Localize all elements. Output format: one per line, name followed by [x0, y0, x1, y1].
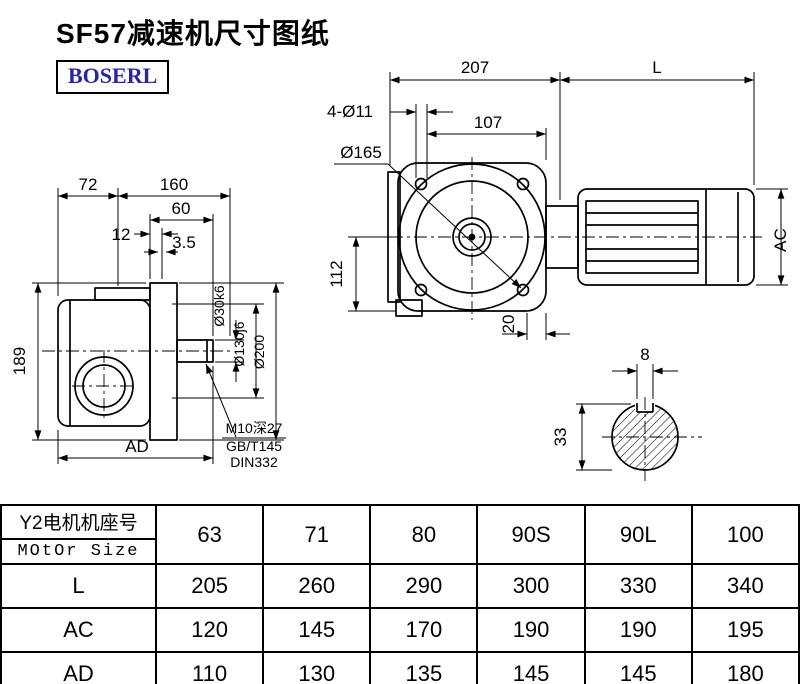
dim-ac-label: AC [771, 228, 790, 252]
row-label-ad: AD [0, 651, 157, 684]
value-l-63: 205 [154, 563, 265, 609]
value-ac-90l: 190 [583, 607, 693, 653]
dia-spigot-label: Ø130j6 [231, 321, 247, 366]
dim-207-label: 207 [461, 58, 489, 77]
value-l-80: 290 [369, 563, 479, 609]
dim-33-label: 33 [551, 428, 570, 447]
dim-20-label: 20 [499, 315, 518, 334]
value-l-90s: 300 [476, 563, 586, 609]
shaft-section-centerlines [602, 397, 702, 481]
column-header-90l: 90L [583, 504, 693, 565]
row-label-l: L [0, 563, 157, 609]
value-ad-90l: 145 [583, 651, 693, 684]
shaft-section-labels: 8 33 [551, 345, 650, 446]
dim-holes-label: 4-Ø11 [327, 102, 373, 121]
front-view-centerlines [390, 157, 762, 320]
column-header-71: 71 [262, 504, 372, 565]
value-l-90l: 330 [583, 563, 693, 609]
motor-size-header-cell: Y2电机机座号 MOtOr Size [0, 504, 157, 565]
value-ac-90s: 190 [476, 607, 586, 653]
value-l-100: 340 [690, 563, 800, 609]
row-label-ac: AC [0, 607, 157, 653]
dim-189-label: 189 [10, 347, 29, 375]
dia-flange-label: Ø200 [251, 335, 267, 369]
dim-12-label: 12 [112, 225, 131, 244]
side-view-labels: 72 160 60 12 3.5 189 AD Ø30k6 Ø130j6 Ø20… [10, 175, 283, 470]
side-view: 72 160 60 12 3.5 189 AD Ø30k6 Ø130j6 Ø20… [10, 175, 286, 470]
shaft-section-dimension-lines [576, 364, 678, 471]
table-header-row: Y2电机机座号 MOtOr Size 63 71 80 90S 90L 100 [0, 504, 800, 565]
column-header-80: 80 [369, 504, 479, 565]
motor-size-header-en: MOtOr Size [17, 542, 140, 561]
brand-logo: BOSERL [56, 60, 170, 94]
value-ad-100: 180 [690, 651, 800, 684]
dim-60-label: 60 [172, 199, 191, 218]
value-ad-71: 130 [262, 651, 372, 684]
side-view-centerlines [42, 350, 230, 422]
column-header-100: 100 [690, 504, 800, 565]
motor-size-header-cn: Y2电机机座号 [2, 506, 155, 540]
column-header-90s: 90S [476, 504, 586, 565]
value-l-71: 260 [262, 563, 372, 609]
shaft-section-view: 8 33 [551, 345, 702, 481]
front-view-labels: 207 L 4-Ø11 107 Ø165 112 20 AC [327, 58, 790, 333]
dim-8-label: 8 [640, 345, 649, 364]
shaft-section-outline [611, 401, 679, 471]
front-view-dimension-lines [334, 72, 788, 340]
value-ac-71: 145 [262, 607, 372, 653]
dim-3p5-label: 3.5 [172, 233, 196, 252]
dim-ad-label: AD [125, 437, 149, 456]
tap-note-label: M10深27 [226, 420, 283, 436]
table-row-ad: AD 110 130 135 145 145 180 [0, 651, 800, 684]
dim-72-label: 72 [79, 175, 98, 194]
table-row-l: L 205 260 290 300 330 340 [0, 563, 800, 609]
value-ad-63: 110 [154, 651, 265, 684]
size-table: Y2电机机座号 MOtOr Size 63 71 80 90S 90L 100 … [0, 504, 800, 684]
gb-standard-label: GB/T145 [226, 438, 282, 454]
dia-shaft-label: Ø30k6 [211, 285, 227, 326]
value-ad-90s: 145 [476, 651, 586, 684]
dim-160-label: 160 [160, 175, 188, 194]
value-ac-80: 170 [369, 607, 479, 653]
dia-165-label: Ø165 [340, 143, 382, 162]
table-row-ac: AC 120 145 170 190 190 195 [0, 607, 800, 653]
front-view-outline [387, 162, 755, 317]
column-header-63: 63 [154, 504, 265, 565]
dim-l-label: L [652, 58, 661, 77]
value-ad-80: 135 [369, 651, 479, 684]
dimension-drawing: 72 160 60 12 3.5 189 AD Ø30k6 Ø130j6 Ø20… [10, 58, 790, 481]
side-view-outline [57, 282, 214, 441]
dim-107-label: 107 [474, 113, 502, 132]
value-ac-63: 120 [154, 607, 265, 653]
front-view: 207 L 4-Ø11 107 Ø165 112 20 AC [327, 58, 790, 340]
side-view-dimension-lines [32, 188, 286, 464]
din-standard-label: DIN332 [230, 454, 278, 470]
value-ac-100: 195 [690, 607, 800, 653]
dim-112-label: 112 [327, 260, 346, 287]
page-title: SF57减速机尺寸图纸 [56, 18, 330, 49]
